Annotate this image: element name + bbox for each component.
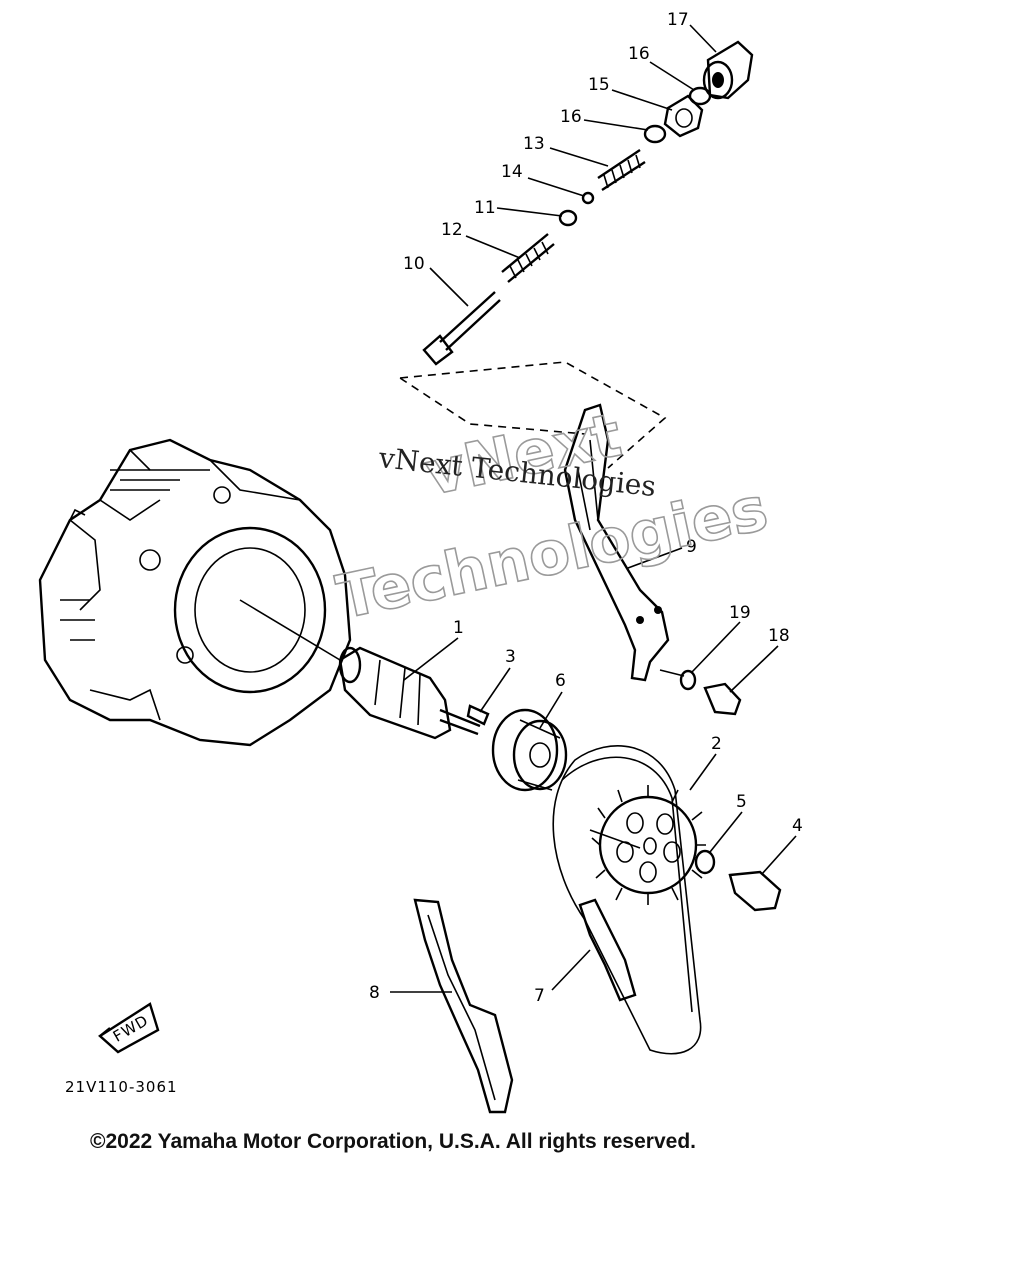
callout-11: 11 bbox=[474, 198, 496, 218]
callout-14: 14 bbox=[501, 162, 523, 182]
tensioner-assembly-drawing bbox=[399, 40, 754, 469]
timing-chain-drawing bbox=[552, 745, 702, 1055]
watermark-outline-line2: Technologies bbox=[331, 474, 774, 633]
callout-17: 17 bbox=[667, 10, 689, 30]
callout-7: 7 bbox=[534, 986, 545, 1006]
drawing-code: 21V110-3061 bbox=[65, 1078, 178, 1096]
callout-2: 2 bbox=[711, 734, 722, 754]
callout-16-lower: 16 bbox=[560, 107, 582, 127]
callout-18: 18 bbox=[768, 626, 790, 646]
callout-13: 13 bbox=[523, 134, 545, 154]
watermark: vNext Technologies vNext Technologies bbox=[330, 400, 774, 635]
callout-1: 1 bbox=[453, 618, 464, 638]
callout-9: 9 bbox=[686, 537, 697, 557]
callout-16-upper: 16 bbox=[628, 44, 650, 64]
callouts: 17 16 15 16 13 14 11 12 10 9 19 18 1 3 6… bbox=[369, 10, 803, 1006]
callout-15: 15 bbox=[588, 75, 610, 95]
callout-6: 6 bbox=[555, 671, 566, 691]
fwd-arrow-icon: FWD bbox=[98, 1002, 160, 1054]
cam-sprocket-drawing bbox=[589, 785, 782, 912]
cylinder-head-drawing bbox=[38, 438, 352, 747]
callout-19: 19 bbox=[729, 603, 751, 623]
callout-10: 10 bbox=[403, 254, 425, 274]
chain-guide-upper-drawing bbox=[563, 403, 742, 716]
callout-12: 12 bbox=[441, 220, 463, 240]
chain-guide-lower-drawing bbox=[413, 898, 514, 1114]
copyright-notice: ©2022 Yamaha Motor Corporation, U.S.A. A… bbox=[90, 1130, 696, 1153]
callout-4: 4 bbox=[792, 816, 803, 836]
callout-8: 8 bbox=[369, 983, 380, 1003]
camshaft-drawing bbox=[239, 599, 568, 792]
callout-3: 3 bbox=[505, 647, 516, 667]
callout-5: 5 bbox=[736, 792, 747, 812]
